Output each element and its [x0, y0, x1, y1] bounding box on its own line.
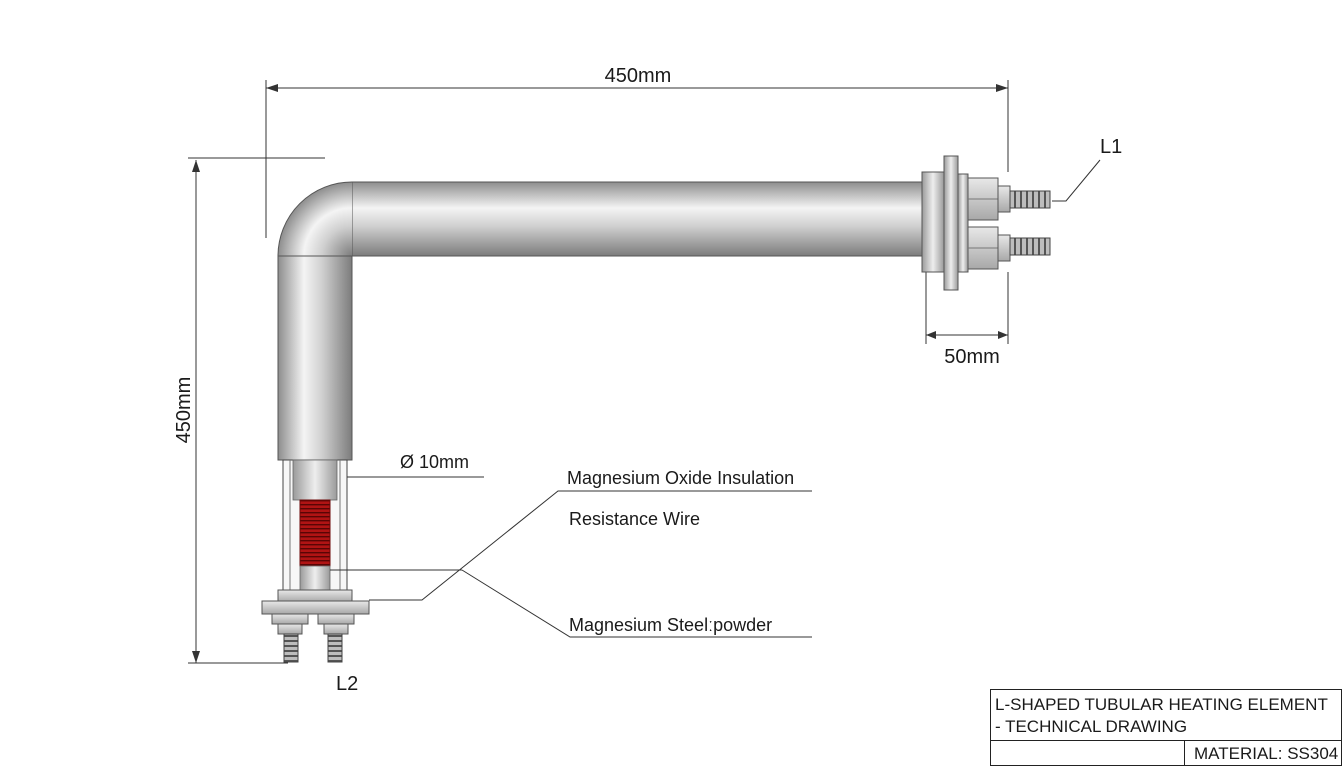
dimension-vertical: 450mm	[173, 157, 325, 664]
dimension-vertical-label: 450mm	[173, 377, 195, 444]
title-block-title: L-SHAPED TUBULAR HEATING ELEMENT - TECHN…	[995, 694, 1337, 738]
dimension-top-label: 450mm	[605, 65, 672, 87]
insulation-label: Magnesium Oxide Insulation	[567, 468, 794, 488]
bottom-terminal-assembly	[261, 589, 370, 663]
title-line-1: L-SHAPED TUBULAR HEATING ELEMENT	[995, 695, 1328, 714]
title-block-divider	[991, 740, 1341, 741]
title-line-2: - TECHNICAL DRAWING	[995, 717, 1188, 736]
resistance-wire-label: Resistance Wire	[569, 509, 700, 529]
l2-thread-left	[283, 633, 299, 663]
l1-thread-bottom	[1009, 237, 1051, 256]
l1-thread-top	[1009, 190, 1051, 209]
heating-tube	[277, 181, 925, 461]
right-terminal-assembly	[921, 155, 1051, 291]
resistance-wire-coil	[299, 499, 331, 567]
powder-label: Magnesium Steelːpowder	[569, 615, 772, 635]
title-block-vertical-divider	[1184, 740, 1185, 765]
title-block: L-SHAPED TUBULAR HEATING ELEMENT - TECHN…	[990, 689, 1342, 766]
l2-thread-right	[327, 633, 343, 663]
leader-lines	[330, 159, 1101, 638]
dimension-flange-label: 50mm	[944, 346, 1000, 368]
material-label: MATERIAL: SS304	[1194, 744, 1339, 763]
dimension-top: 450mm	[265, 65, 1009, 238]
tube-cutaway	[282, 459, 348, 591]
diameter-label: Ø 10mm	[400, 452, 469, 472]
terminal-l2-label: L2	[336, 673, 358, 695]
terminal-l1-label: L1	[1100, 136, 1122, 158]
dimension-flange: 50mm	[925, 272, 1009, 368]
